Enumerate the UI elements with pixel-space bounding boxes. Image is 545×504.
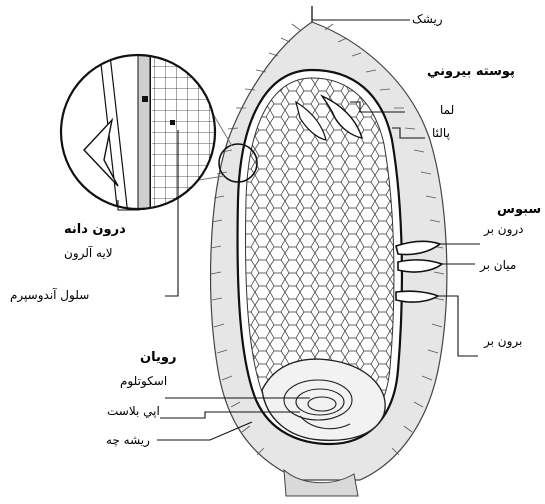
label-scutellum: اسکوتلوم <box>120 374 167 388</box>
label-middle-layer: میان بر <box>480 258 516 272</box>
label-outer-layer: برون بر <box>484 334 522 348</box>
label-bran: سبوس <box>497 202 541 217</box>
zoom-detail <box>60 55 222 215</box>
label-embryo: رویان <box>140 350 176 365</box>
label-outer-shell: پوسته بیروني <box>427 64 515 79</box>
label-lemma: لما <box>440 103 454 117</box>
label-radicle: ریشه چه <box>106 433 150 447</box>
label-inner-layer: درون بر <box>484 222 524 236</box>
label-palea: پالئا <box>432 126 450 140</box>
label-inner-grain: درون دانه <box>64 222 126 237</box>
label-epiblast: اپي بلاست <box>107 404 160 418</box>
label-awn: ریشک <box>412 12 443 26</box>
label-aleurone-layer: لایه آلرون <box>64 246 113 260</box>
label-endosperm-cell: سلول آندوسپرم <box>10 288 89 302</box>
